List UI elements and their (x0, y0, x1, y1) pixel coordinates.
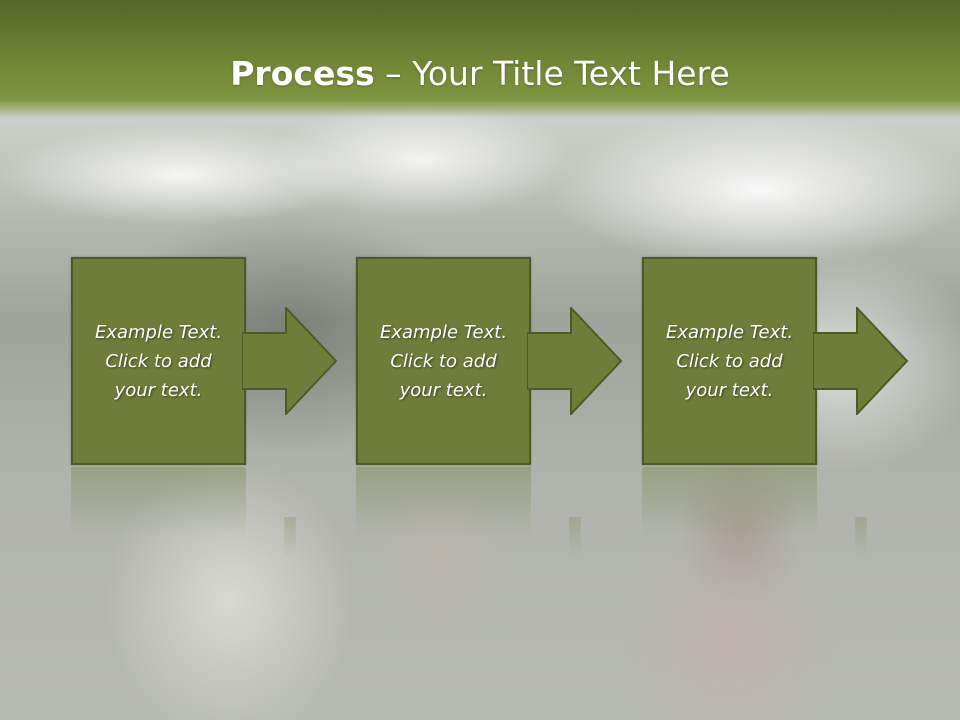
step-2-line-3: your text. (399, 379, 488, 401)
slide-title[interactable]: Process – Your Title Text Here (0, 52, 960, 96)
step-3-text: Example Text. Click to add your text. (650, 318, 810, 405)
arrow-2-reflection (569, 517, 581, 557)
step-1-reflection (71, 467, 246, 537)
arrow-right-icon (527, 307, 623, 415)
step-2-reflection (356, 467, 531, 537)
process-step-1[interactable]: Example Text. Click to add your text. (71, 257, 246, 465)
arrow-1-reflection (284, 517, 296, 557)
process-step-3[interactable]: Example Text. Click to add your text. (642, 257, 817, 465)
step-1-text: Example Text. Click to add your text. (79, 318, 239, 405)
step-1-line-1: Example Text. (94, 321, 223, 343)
title-bold: Process (230, 54, 375, 93)
step-3-reflection (642, 467, 817, 537)
title-rest: Your Title Text Here (412, 54, 730, 93)
title-bar (0, 0, 960, 118)
step-1-line-3: your text. (114, 379, 203, 401)
step-3-line-1: Example Text. (665, 321, 794, 343)
arrow-3-reflection (855, 517, 867, 557)
step-1-line-2: Click to add (105, 350, 212, 372)
step-2-text: Example Text. Click to add your text. (364, 318, 524, 405)
arrow-right-icon (813, 307, 909, 415)
step-2-line-1: Example Text. (379, 321, 508, 343)
step-3-line-3: your text. (685, 379, 774, 401)
step-2-line-2: Click to add (390, 350, 497, 372)
arrow-right-icon (242, 307, 338, 415)
title-separator: – (374, 54, 413, 93)
process-step-2[interactable]: Example Text. Click to add your text. (356, 257, 531, 465)
step-3-line-2: Click to add (676, 350, 783, 372)
